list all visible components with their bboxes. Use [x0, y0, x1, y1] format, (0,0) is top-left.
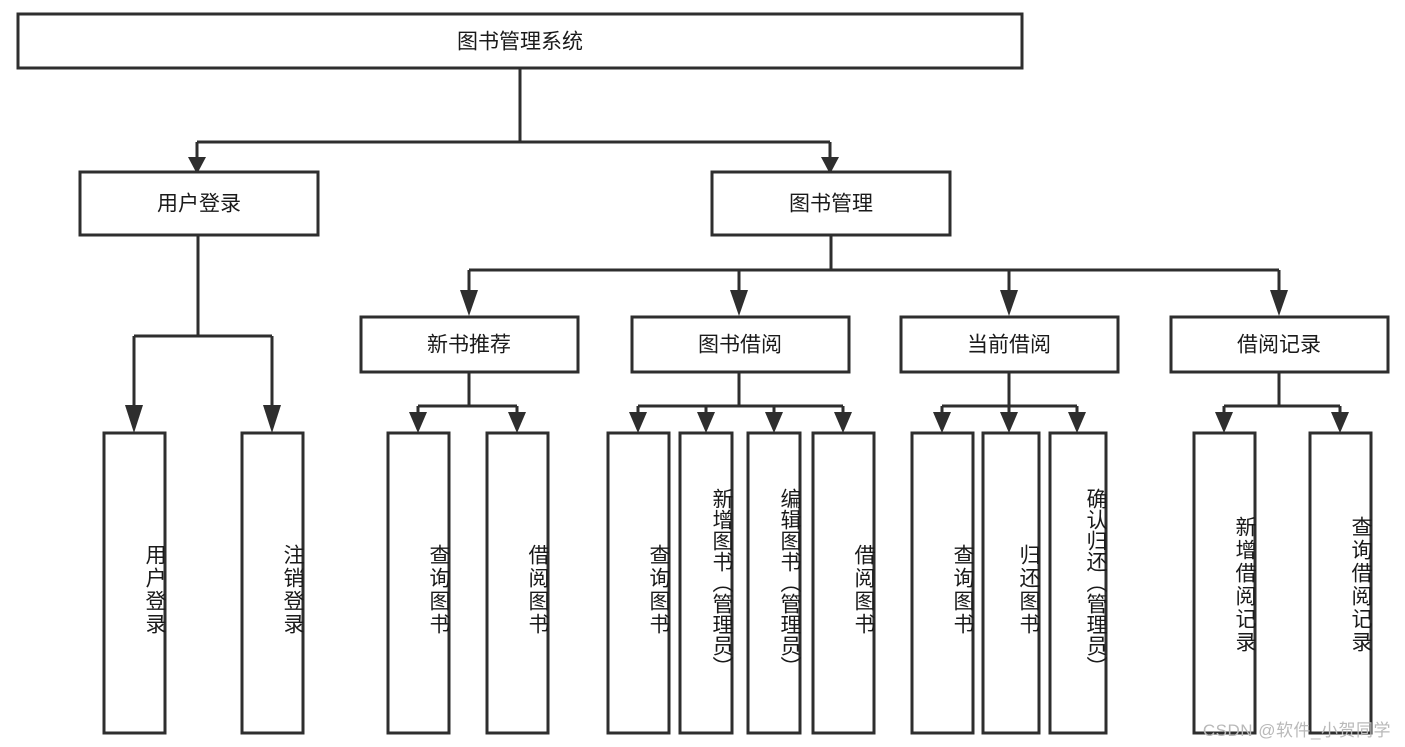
node-leaf-confirm-return[interactable]: [1048, 431, 1108, 735]
node-user-login-label: 用户登录: [157, 193, 241, 216]
node-leaf-user-login[interactable]: [102, 431, 167, 735]
node-book-manage-label: 图书管理: [789, 193, 873, 216]
node-leaf-query-book-3[interactable]: [910, 431, 975, 735]
node-leaf-user-logout[interactable]: [240, 431, 305, 735]
node-user-login[interactable]: [78, 170, 320, 237]
node-leaf-edit-book[interactable]: [746, 431, 802, 735]
node-new-book-recommend-label: 新书推荐: [427, 334, 511, 357]
connector-userlogin-to-leaves: [125, 235, 281, 433]
node-root-label: 图书管理系统: [457, 31, 583, 54]
node-current-borrow-label: 当前借阅: [967, 334, 1051, 357]
node-leaf-query-book-1[interactable]: [386, 431, 451, 735]
connector-root-to-level2: [188, 68, 839, 174]
node-root[interactable]: [16, 12, 1024, 70]
csdn-watermark: CSDN @软件_小贺同学: [1202, 721, 1391, 740]
node-book-borrow[interactable]: [630, 315, 851, 374]
connector-newbook-to-leaves: [409, 372, 526, 433]
node-leaf-return-book[interactable]: [981, 431, 1041, 735]
node-leaf-add-book[interactable]: [678, 431, 734, 735]
node-borrow-record-label: 借阅记录: [1237, 334, 1321, 357]
node-book-borrow-label: 图书借阅: [698, 334, 782, 357]
connector-currentborrow-to-leaves: [933, 372, 1086, 433]
connector-borrowrecord-to-leaves: [1215, 372, 1349, 433]
node-leaf-query-record[interactable]: [1308, 431, 1373, 735]
node-current-borrow[interactable]: [899, 315, 1120, 374]
node-leaf-borrow-book-1[interactable]: [485, 431, 550, 735]
node-leaf-query-book-2[interactable]: [606, 431, 671, 735]
connector-bookborrow-to-leaves: [629, 372, 852, 433]
node-new-book-recommend[interactable]: [359, 315, 580, 374]
node-borrow-record[interactable]: [1169, 315, 1390, 374]
node-leaf-borrow-book-2[interactable]: [811, 431, 876, 735]
node-book-manage[interactable]: [710, 170, 952, 237]
node-leaf-add-record[interactable]: [1192, 431, 1257, 735]
connector-bookmanage-to-level3: [460, 235, 1288, 316]
